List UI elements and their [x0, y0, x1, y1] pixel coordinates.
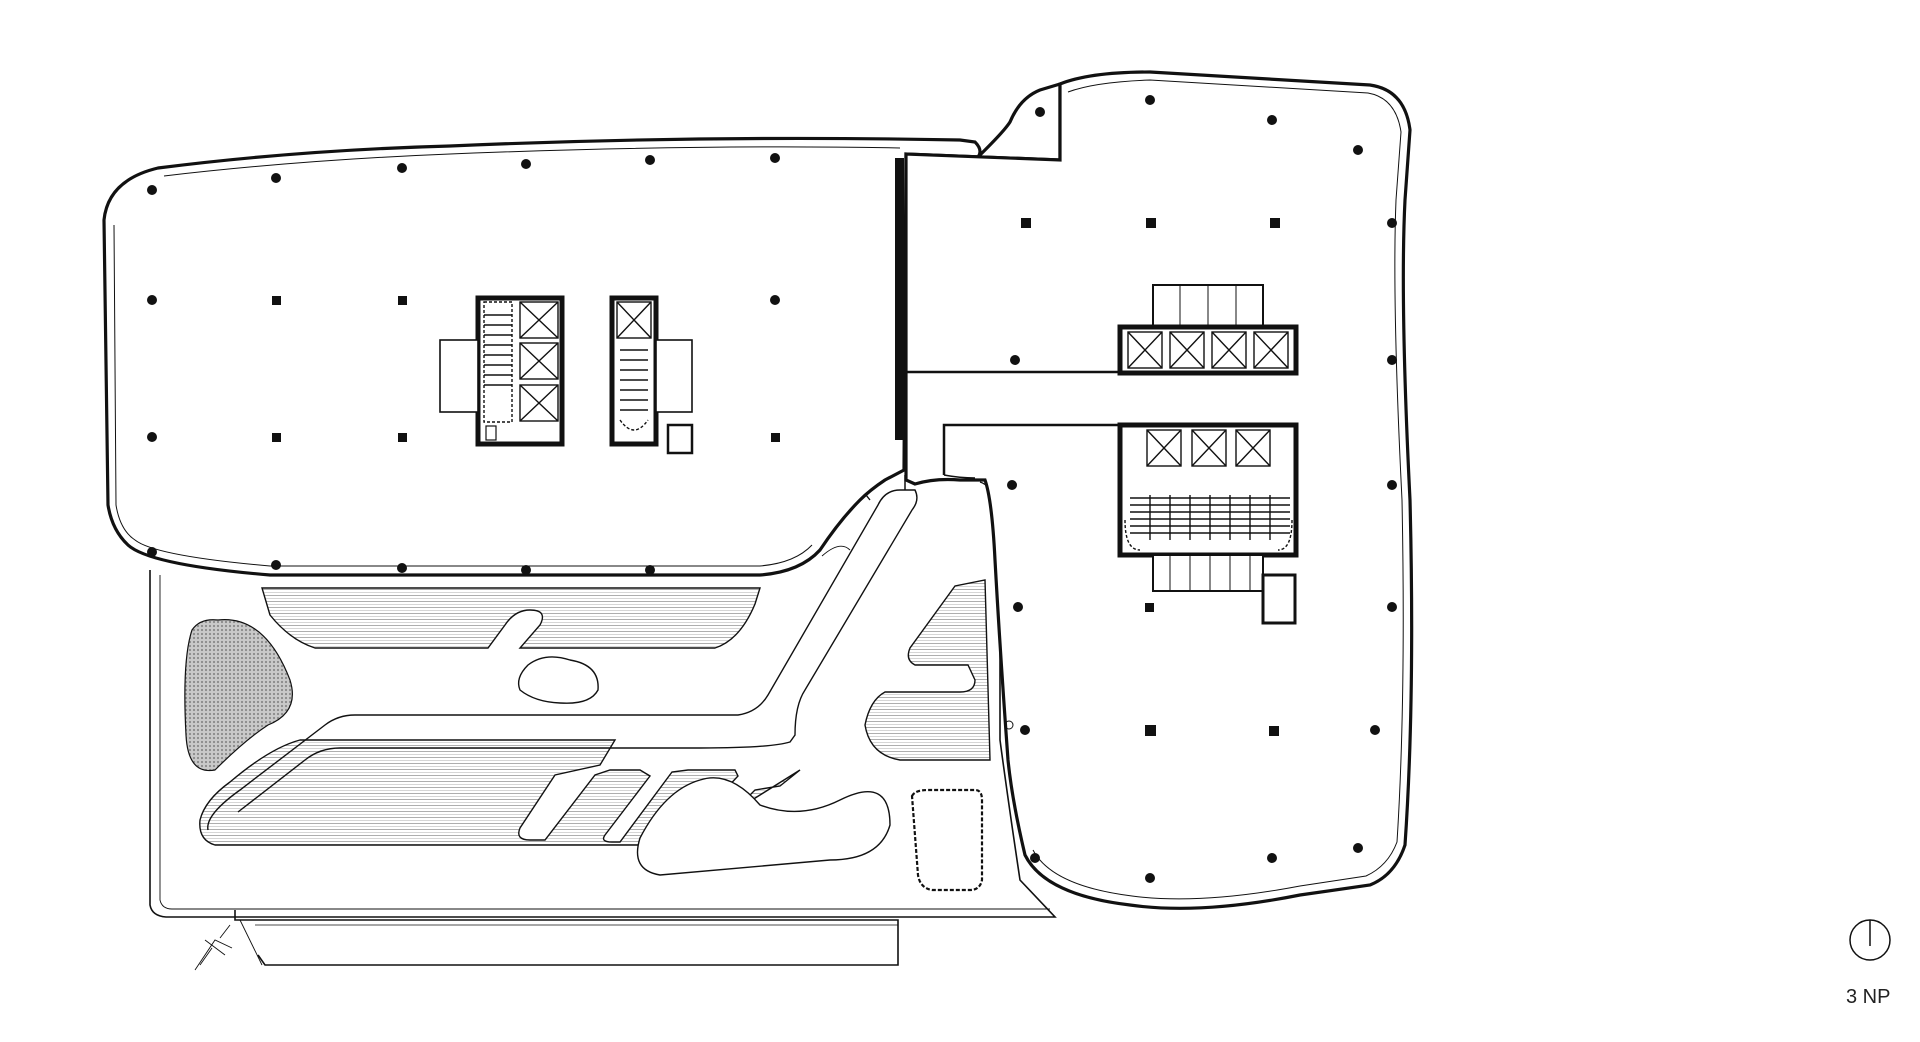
pools [517, 656, 984, 892]
planter-top [261, 587, 761, 649]
paving-left [184, 619, 293, 772]
core-left-a [439, 295, 565, 447]
right-tower-facade-inner [1032, 79, 1404, 900]
north-arrow-icon [1849, 919, 1891, 961]
terrace-inner-edge [159, 575, 1050, 910]
pond-dashed [910, 788, 984, 892]
core-wall-black [895, 158, 904, 440]
left-tower-slab [102, 81, 1062, 577]
planter-bottom [199, 739, 801, 846]
core-right-bottom [1117, 422, 1299, 625]
pool-large [636, 777, 891, 876]
core-right-top [1117, 284, 1299, 376]
paving [184, 619, 293, 772]
lower-strip [234, 910, 899, 966]
left-tower-facade-inner [113, 146, 901, 567]
pool-small [517, 656, 599, 704]
columns-left [147, 153, 780, 575]
core-left-b [609, 295, 694, 455]
columns-right [1004, 95, 1397, 883]
left-tower [102, 81, 1062, 577]
planters [199, 579, 991, 846]
planter-right [864, 579, 991, 761]
floor-label: 3 NP [1846, 986, 1891, 1008]
